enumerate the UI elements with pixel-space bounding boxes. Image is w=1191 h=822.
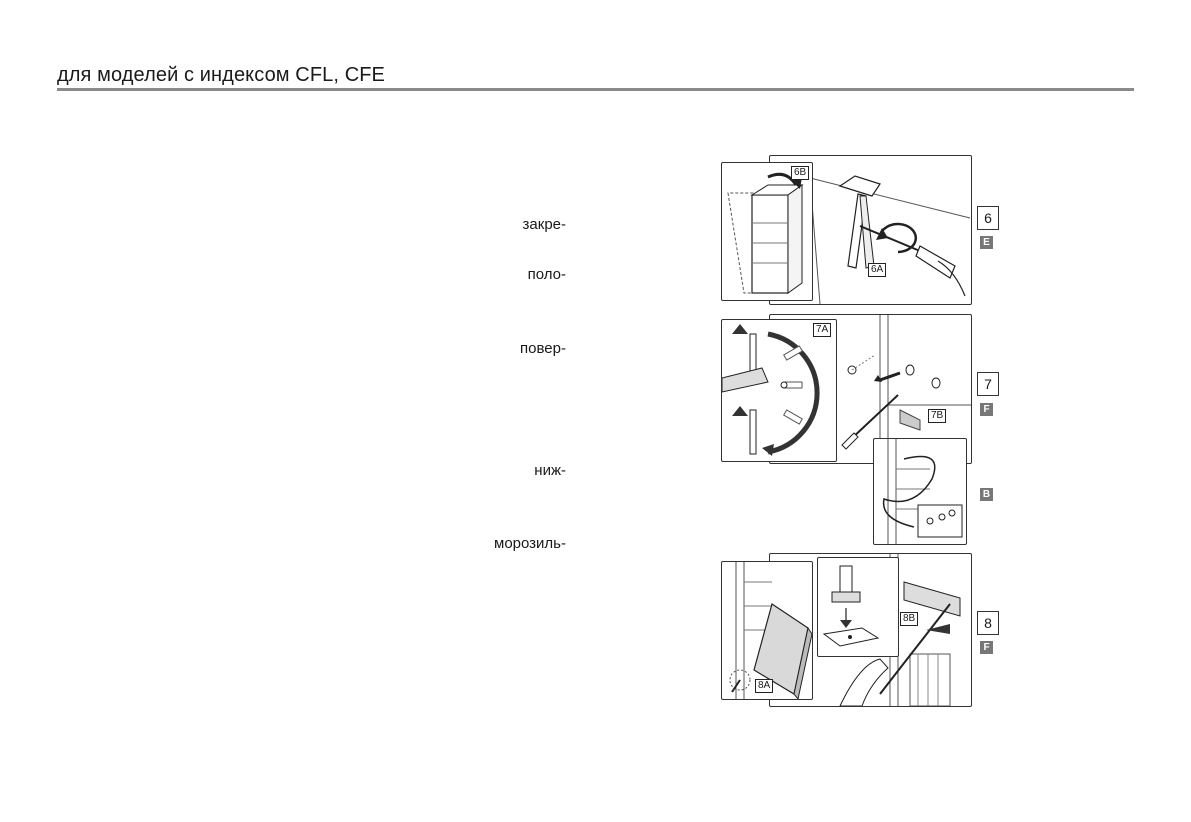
step-badge: F [980,641,993,654]
step-number: 6 [977,206,999,230]
freezer-door-illustration [729,562,812,699]
step-tag: 7B [928,409,947,423]
fridge-outline-illustration [727,172,804,294]
step-tag: 6A [868,263,887,277]
step-8b-inset [817,557,899,657]
hinge-rotation-illustration [722,324,820,456]
step-tag: 7A [813,323,832,337]
step-7a-inset [721,319,837,462]
step-number: 8 [977,611,999,635]
step-tag: 6B [791,166,810,180]
side-word: морозиль- [494,535,566,552]
step-8a-inset [721,561,813,700]
cable-screws-illustration [882,439,963,544]
step-badge: F [980,403,993,416]
page-title: для моделей с индексом CFL, CFE [57,64,386,86]
bottom-hinge-illustration [839,554,961,706]
step-tag: 8B [900,612,919,626]
step-6b-inset [721,162,813,301]
step-7b-inset [873,438,967,545]
side-word: повер- [520,340,566,357]
header-rule [57,88,1134,91]
step-number: 7 [977,372,999,396]
hinge-pin-illustration [822,565,880,647]
side-word: ниж- [534,462,566,479]
side-word: поло- [527,266,566,283]
screwdriver-hinge-illustration [809,175,971,304]
step-badge: E [980,236,993,249]
step-badge: B [980,488,993,501]
side-word: закре- [522,216,566,233]
step-tag: 8A [755,679,774,693]
